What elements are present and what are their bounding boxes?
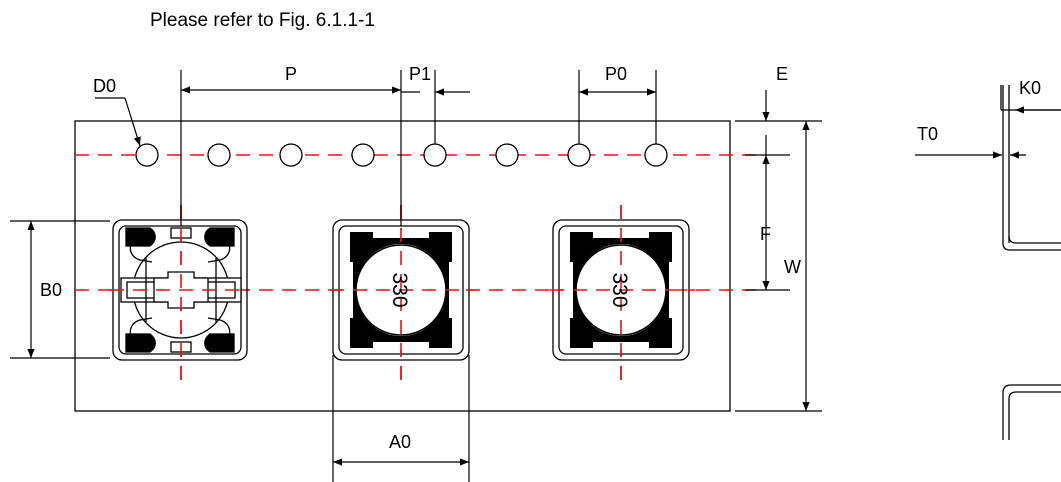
label-b0: B0: [40, 280, 62, 300]
sprocket-hole: [644, 143, 668, 167]
label-d0: D0: [93, 76, 116, 96]
label-t0: T0: [917, 124, 938, 144]
dim-d0-leader-diag: [124, 97, 141, 147]
figure-caption: Please refer to Fig. 6.1.1-1: [150, 10, 375, 31]
sprocket-hole: [279, 143, 303, 167]
component-marking: 330: [608, 272, 631, 307]
component-marking: 330: [388, 272, 411, 307]
carrier-tape-outline: [74, 120, 731, 412]
label-p: P: [285, 64, 297, 84]
centerline-overlay: [110, 205, 695, 380]
label-e: E: [776, 64, 788, 84]
label-p1: P1: [409, 64, 431, 84]
dimension-lines: [27, 86, 810, 466]
sprocket-hole: [135, 143, 159, 167]
label-a0: A0: [389, 432, 411, 452]
sprocket-hole: [567, 143, 591, 167]
label-k0: K0: [1019, 78, 1041, 98]
label-w: W: [784, 257, 801, 277]
sprocket-hole: [495, 143, 519, 167]
label-f: F: [760, 224, 771, 244]
tape-cross-section: [915, 85, 1061, 440]
label-p0: P0: [605, 64, 627, 84]
sprocket-holes: [135, 143, 668, 167]
sprocket-hole: [207, 143, 231, 167]
sprocket-hole: [423, 143, 447, 167]
sprocket-hole: [351, 143, 375, 167]
